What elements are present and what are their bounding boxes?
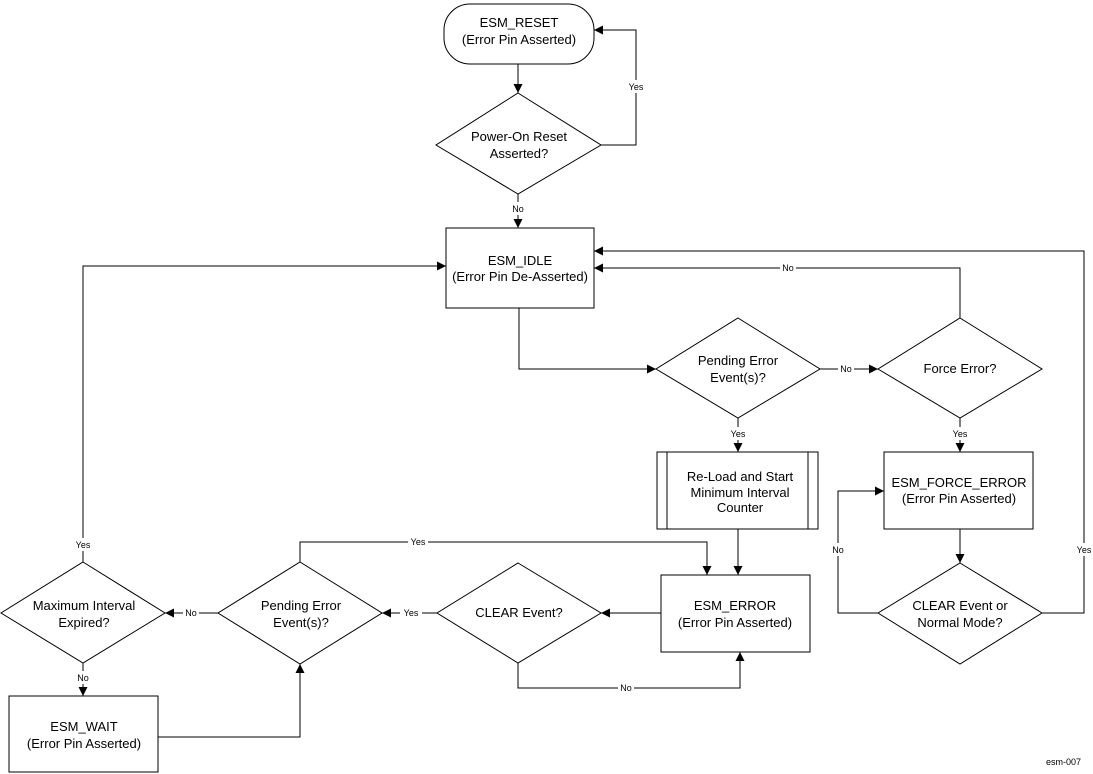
- edge-label-por-yes: Yes: [629, 82, 644, 92]
- node-reload-counter: Re-Load and Start Minimum Interval Count…: [656, 451, 819, 530]
- edge-label-force-no: No: [782, 263, 794, 273]
- edge-label-force-yes: Yes: [953, 429, 968, 439]
- edge-label-por-no: No: [512, 204, 524, 214]
- edge-labels: Yes No No No Yes Yes No Yes Yes Yes No N…: [73, 80, 1093, 694]
- node-sublabel: Event(s)?: [273, 615, 329, 630]
- edge-force-no: [594, 263, 961, 318]
- edge-label-pending1-yes: Yes: [731, 429, 746, 439]
- node-sublabel: (Error Pin Asserted): [678, 615, 792, 630]
- node-force-error-decision: Force Error?: [877, 317, 1043, 419]
- edge-label-clear-event-no: No: [620, 683, 632, 693]
- node-label: ESM_ERROR: [694, 598, 776, 613]
- node-label: Pending Error: [261, 598, 342, 613]
- node-sublabel: (Error Pin De-Asserted): [452, 269, 588, 284]
- node-pending-error-2: Pending Error Event(s)?: [217, 561, 383, 665]
- node-label: ESM_FORCE_ERROR: [891, 475, 1026, 490]
- node-label-line2: Minimum Interval: [691, 485, 790, 500]
- node-sublabel: (Error Pin Asserted): [902, 491, 1016, 506]
- edge-label-pending2-no: No: [185, 608, 197, 618]
- edge-label-max-yes: Yes: [76, 540, 91, 550]
- edge-pending2-yes: [299, 541, 712, 575]
- node-esm-wait: ESM_WAIT (Error Pin Asserted): [8, 695, 159, 773]
- node-label: ESM_WAIT: [50, 719, 117, 734]
- node-esm-force-error: ESM_FORCE_ERROR (Error Pin Asserted): [883, 451, 1034, 530]
- node-sublabel: Asserted?: [490, 146, 549, 161]
- edge-label-clear-normal-yes: Yes: [1077, 545, 1092, 555]
- node-label: CLEAR Event?: [475, 605, 562, 620]
- node-clear-event: CLEAR Event?: [436, 562, 602, 664]
- edge-label-clear-normal-no: No: [832, 545, 844, 555]
- edge-wait-to-pending2: [158, 664, 305, 738]
- node-sublabel: Event(s)?: [710, 370, 766, 385]
- node-pending-error-1: Pending Error Event(s)?: [655, 317, 821, 419]
- nodes: ESM_RESET (Error Pin Asserted) Power-On …: [0, 3, 1043, 773]
- node-label: ESM_IDLE: [488, 253, 553, 268]
- node-sublabel: (Error Pin Asserted): [462, 32, 576, 47]
- node-label: Power-On Reset: [471, 129, 567, 144]
- node-label: Re-Load and Start: [687, 469, 794, 484]
- edge-label-pending1-no: No: [840, 364, 852, 374]
- node-clear-or-normal: CLEAR Event or Normal Mode?: [877, 562, 1043, 665]
- edge-clear-normal-yes: [594, 246, 1085, 614]
- node-por-decision: Power-On Reset Asserted?: [435, 92, 602, 195]
- edge-label-clear-event-yes: Yes: [404, 608, 419, 618]
- edge-idle-to-pending1: [518, 308, 656, 374]
- node-max-interval: Maximum Interval Expired?: [0, 561, 166, 664]
- edge-max-yes: [82, 261, 446, 562]
- node-label: Maximum Interval: [33, 598, 136, 613]
- node-sublabel: Normal Mode?: [917, 615, 1002, 630]
- node-label: ESM_RESET: [480, 15, 559, 30]
- node-label: Pending Error: [698, 353, 779, 368]
- node-sublabel: (Error Pin Asserted): [27, 736, 141, 751]
- edge-label-max-no: No: [77, 673, 89, 683]
- node-sublabel: Expired?: [58, 615, 109, 630]
- node-esm-reset: ESM_RESET (Error Pin Asserted): [443, 3, 595, 65]
- node-label: CLEAR Event or: [912, 598, 1008, 613]
- node-esm-error: ESM_ERROR (Error Pin Asserted): [660, 574, 811, 653]
- node-esm-idle: ESM_IDLE (Error Pin De-Asserted): [445, 227, 595, 309]
- node-label: Force Error?: [924, 361, 997, 376]
- edge-label-pending2-yes-top: Yes: [411, 537, 426, 547]
- figure-id: esm-007: [1046, 757, 1081, 767]
- node-label-line3: Counter: [717, 500, 764, 515]
